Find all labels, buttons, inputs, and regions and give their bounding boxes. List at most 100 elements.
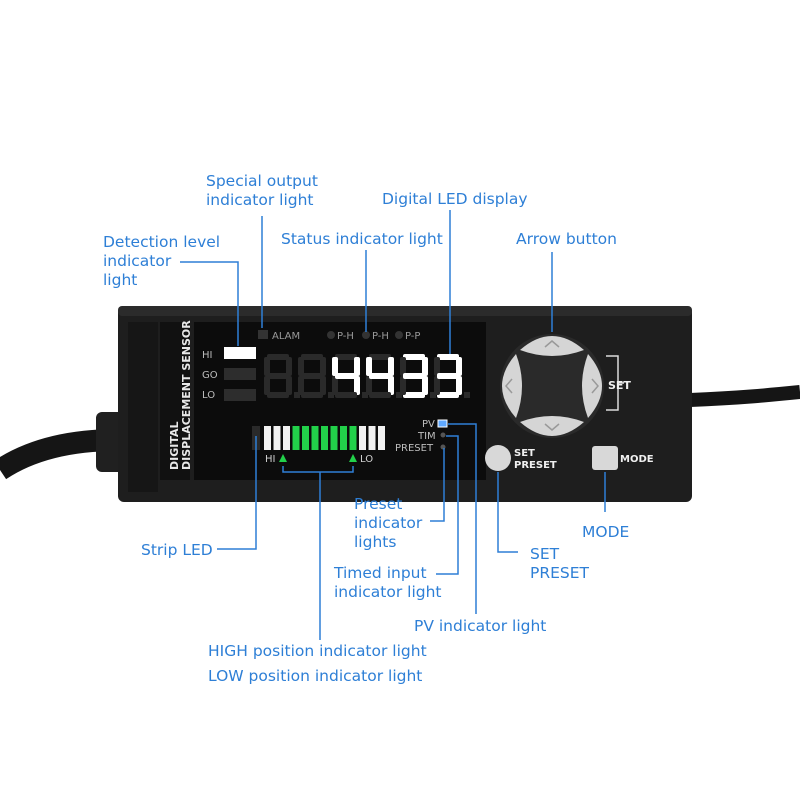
callout-high-position: HIGH position indicator light — [208, 642, 427, 660]
segment-f — [434, 357, 440, 376]
segment-b — [422, 357, 428, 376]
segment-g — [437, 373, 459, 379]
segment-e — [366, 376, 372, 395]
callout-mode: MODE — [582, 523, 630, 541]
high-position-indicator — [279, 454, 287, 462]
segment-e — [434, 376, 440, 395]
arrow-down-button[interactable] — [520, 416, 584, 436]
arrow-up-button[interactable] — [520, 336, 584, 356]
strip-led-segment — [321, 426, 328, 450]
callout-special-output: Special output indicator light — [206, 172, 318, 209]
segment-d — [437, 392, 459, 398]
strip-led-segment — [330, 426, 338, 450]
side-label-panel — [160, 322, 190, 480]
set-bracket — [606, 355, 624, 411]
chevron-right-icon — [591, 378, 599, 394]
strip-led-segment — [349, 426, 357, 450]
chevron-up-icon — [544, 340, 560, 348]
segment-d — [335, 392, 357, 398]
segment-e — [400, 376, 406, 395]
level-light-lo — [224, 389, 256, 401]
arrow-pad-base — [500, 334, 604, 438]
status-label-3: P-P — [405, 331, 420, 342]
strip-led-segment — [359, 426, 366, 450]
strip-led-segment — [283, 426, 290, 450]
arrow-right-button[interactable] — [582, 354, 602, 418]
level-light-go — [224, 368, 256, 380]
chevron-down-icon — [544, 423, 560, 431]
housing-side-strip — [128, 322, 158, 492]
display-value-text: 4433 — [0, 0, 3, 1]
decimal-point — [328, 392, 334, 398]
set-preset-line1: SET — [514, 448, 535, 459]
segment-g — [369, 373, 391, 379]
segment-c — [422, 376, 428, 395]
low-position-indicator — [349, 454, 357, 462]
decimal-point — [294, 392, 300, 398]
callout-set-preset: SET PRESET — [530, 545, 590, 582]
strip-led-segment — [264, 426, 271, 450]
level-label-go: GO — [202, 370, 218, 381]
strip-led-segment — [273, 426, 281, 450]
decimal-point — [362, 392, 368, 398]
status-label-1: P-H — [337, 331, 354, 342]
right-cable — [689, 385, 800, 407]
callout-status-indicator: Status indicator light — [281, 230, 443, 248]
tim-indicator-light — [440, 432, 446, 438]
level-label-lo: LO — [202, 390, 215, 401]
status-light-1 — [327, 331, 335, 339]
strip-lo-label: LO — [360, 454, 373, 465]
segment-d — [403, 392, 425, 398]
segment-c — [456, 376, 462, 395]
segment-d — [369, 392, 391, 398]
set-preset-button[interactable] — [485, 445, 511, 471]
status-light-2 — [362, 331, 370, 339]
segment-c — [320, 376, 326, 395]
decimal-point — [430, 392, 436, 398]
callout-digital-led: Digital LED display — [382, 190, 528, 208]
segment-g — [403, 373, 425, 379]
segment-a — [437, 354, 459, 360]
pv-indicator-light — [437, 419, 448, 428]
leader-preset — [430, 448, 445, 522]
segment-a — [403, 354, 425, 360]
digital-led-display — [264, 354, 470, 398]
segment-d — [301, 392, 323, 398]
mode-button[interactable] — [592, 446, 618, 470]
segment-b — [388, 357, 394, 376]
segment-b — [320, 357, 326, 376]
segment-e — [332, 376, 338, 395]
segment-e — [298, 376, 304, 395]
leader-timed — [436, 435, 459, 575]
segment-b — [286, 357, 292, 376]
leader-strip-led — [217, 436, 257, 550]
segment-f — [298, 357, 304, 376]
segment-a — [335, 354, 357, 360]
callout-timed-input: Timed input indicator light — [334, 564, 442, 601]
strip-led-segment — [302, 426, 309, 450]
level-light-hi — [224, 347, 256, 359]
segment-a — [301, 354, 323, 360]
chevron-left-icon — [505, 378, 513, 394]
set-bracket-label: SET — [608, 379, 631, 392]
segment-c — [286, 376, 292, 395]
segment-g — [267, 373, 289, 379]
decimal-point — [396, 392, 402, 398]
level-label-hi: HI — [202, 350, 212, 361]
segment-b — [354, 357, 360, 376]
leader-detection-level — [180, 261, 239, 346]
arrow-left-button[interactable] — [502, 354, 522, 418]
strip-led-segment — [340, 426, 347, 450]
segment-f — [400, 357, 406, 376]
tim-label: TIM — [417, 431, 436, 442]
strip-led-segment — [368, 426, 376, 450]
decimal-point — [464, 392, 470, 398]
segment-c — [388, 376, 394, 395]
segment-e — [264, 376, 270, 395]
housing-top-rim — [118, 306, 692, 316]
pv-label: PV — [422, 419, 435, 430]
leader-pv — [448, 423, 477, 614]
callout-low-position: LOW position indicator light — [208, 667, 423, 685]
alarm-label: ALAM — [272, 331, 300, 342]
